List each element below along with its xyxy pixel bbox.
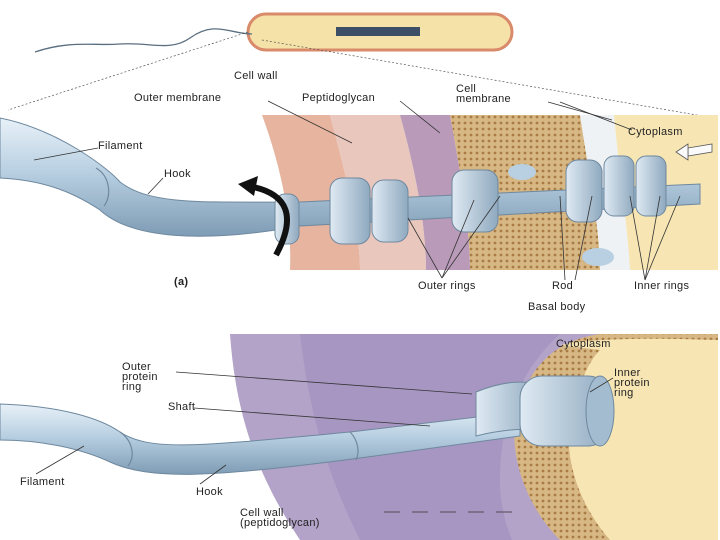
cytoplasm-arrow xyxy=(675,143,713,161)
label-outer-rings: Outer rings xyxy=(418,280,476,292)
label-shaft: Shaft xyxy=(168,401,196,413)
label-cell-wall-top: Cell wall xyxy=(234,70,278,82)
label-rod: Rod xyxy=(552,280,574,292)
label-hook-b: Hook xyxy=(196,486,223,498)
zoom-guide-lines xyxy=(7,31,715,119)
label-hook-a: Hook xyxy=(164,168,191,180)
label-basal-body: Basal body xyxy=(528,301,586,313)
label-filament-a: Filament xyxy=(98,140,143,152)
label-inner-protein-ring: Inner protein ring xyxy=(614,367,650,399)
label-outer-membrane: Outer membrane xyxy=(134,92,222,104)
label-cytoplasm-b: Cytoplasm xyxy=(556,338,611,350)
panel-b-leader-lines xyxy=(35,371,614,513)
label-inner-rings: Inner rings xyxy=(634,280,690,292)
label-outer-protein-ring: Outer protein ring xyxy=(122,361,158,393)
label-cytoplasm-a: Cytoplasm xyxy=(628,126,683,138)
panel-a-flagellum xyxy=(0,117,701,237)
rotation-arrow-icon xyxy=(238,176,291,257)
bacterium-cell xyxy=(34,12,514,53)
panel-a-leader-lines xyxy=(33,100,681,281)
label-cell-membrane: Cell membrane xyxy=(456,83,511,105)
label-peptidoglycan: Peptidoglycan xyxy=(302,92,376,104)
label-cell-wall-b: Cell wall (peptidoglycan) xyxy=(240,507,320,529)
panel-b-rings xyxy=(475,375,615,447)
panel-a-label: (a) xyxy=(174,276,189,288)
panel-a-rings xyxy=(274,155,667,245)
label-filament-b: Filament xyxy=(20,476,65,488)
